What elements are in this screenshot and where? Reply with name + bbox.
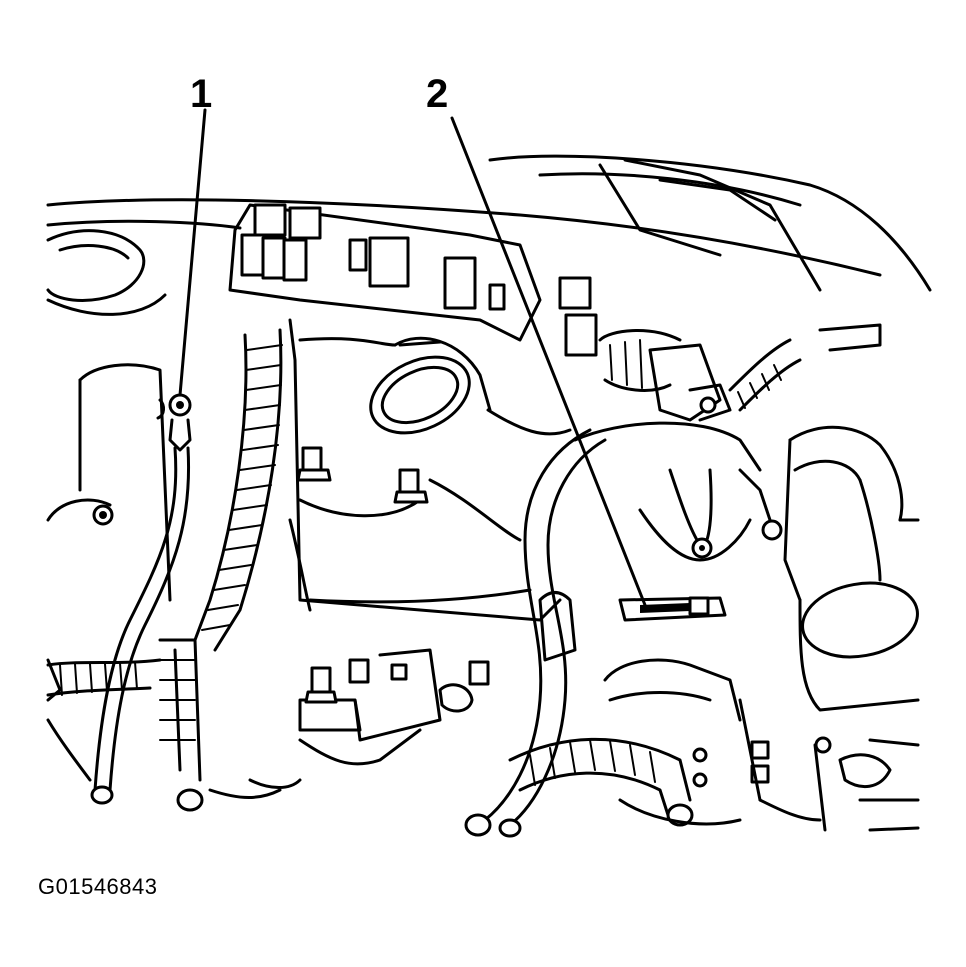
- battery-cable-center: [464, 428, 607, 838]
- ground-cable-1: [90, 108, 207, 805]
- left-frame: [46, 363, 172, 702]
- figure-id-label: G01546843: [38, 874, 158, 899]
- hood-edge-outline: [46, 154, 932, 292]
- lower-brackets: [208, 648, 490, 799]
- wiring-harness-lower-left: [46, 658, 162, 782]
- wiring-harness-lower-right: [508, 737, 694, 827]
- right-upper-components: [598, 323, 882, 422]
- relay-block: [228, 203, 598, 357]
- bracket-fastener-2: [450, 116, 727, 622]
- lower-right-structure: [603, 658, 920, 832]
- callout-label-1: 1: [190, 72, 213, 116]
- strut-tower-left: [46, 229, 167, 316]
- cover-bolt-left: [296, 446, 332, 482]
- callout-label-2: 2: [426, 72, 449, 116]
- coolant-hose-right: [783, 425, 920, 712]
- wiring-harness-left: [158, 328, 283, 812]
- center-strap-bracket: [573, 421, 783, 562]
- air-intake-duct: [369, 336, 492, 435]
- engine-cover: [288, 318, 572, 622]
- cover-bolt-right: [393, 468, 429, 504]
